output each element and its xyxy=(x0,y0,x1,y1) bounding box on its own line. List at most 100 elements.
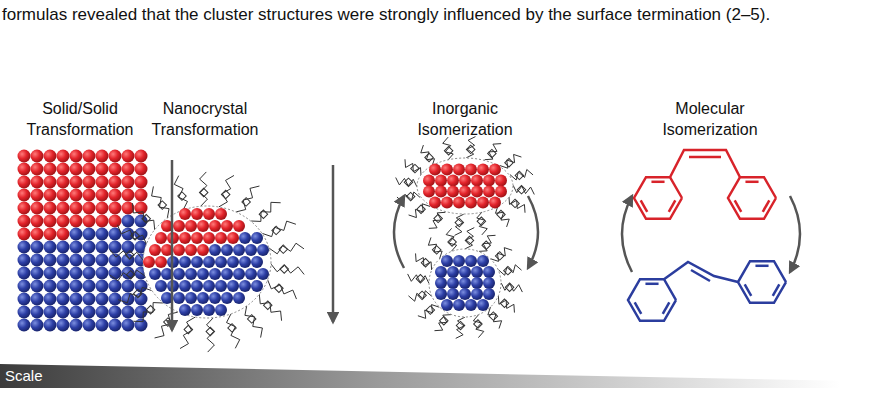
atom xyxy=(459,186,471,198)
atom xyxy=(122,150,135,163)
ligand-ring xyxy=(142,214,150,222)
atom xyxy=(57,254,70,267)
atom xyxy=(83,176,96,189)
atom xyxy=(459,277,471,289)
ligand-chain xyxy=(110,250,143,260)
ligand-chain xyxy=(495,205,509,226)
atom xyxy=(44,189,57,202)
atom xyxy=(179,304,191,316)
atom xyxy=(96,150,109,163)
atom xyxy=(70,293,83,306)
atom xyxy=(239,280,251,292)
atom xyxy=(57,176,70,189)
ligand-ring xyxy=(406,192,414,200)
ligand-chain xyxy=(271,264,304,274)
atom xyxy=(31,176,44,189)
atom xyxy=(477,299,489,311)
process-arrows xyxy=(172,160,800,330)
atom xyxy=(209,220,221,232)
atom xyxy=(465,255,477,267)
atom xyxy=(96,228,109,241)
atom xyxy=(203,232,215,244)
ligand-ring xyxy=(425,153,433,161)
ligand-ring xyxy=(264,301,272,309)
ligand-ring xyxy=(511,199,519,207)
stilbene-molecules xyxy=(628,150,786,321)
atom xyxy=(135,189,148,202)
wedge-fill xyxy=(0,364,840,388)
double-bond xyxy=(645,283,658,286)
atom xyxy=(18,241,31,254)
ligand-chain xyxy=(132,203,154,230)
ligand-ring xyxy=(411,164,419,172)
surface-shell xyxy=(143,206,271,318)
atom xyxy=(83,150,96,163)
atom xyxy=(57,202,70,215)
atom xyxy=(44,150,57,163)
atom xyxy=(483,277,495,289)
atom xyxy=(83,215,96,228)
atom xyxy=(483,175,495,187)
atom xyxy=(70,319,83,332)
ligand-ring xyxy=(444,147,452,155)
atom xyxy=(435,186,447,198)
ligand-ring xyxy=(206,327,214,335)
atom xyxy=(489,164,501,176)
atom xyxy=(155,232,167,244)
atom xyxy=(83,293,96,306)
atom xyxy=(31,280,44,293)
ligand-ring xyxy=(279,245,287,253)
atom xyxy=(57,228,70,241)
double-bond xyxy=(663,302,670,313)
atom xyxy=(18,267,31,280)
atom xyxy=(44,163,57,176)
atom xyxy=(122,280,135,293)
ligand-chain xyxy=(152,186,169,218)
atom xyxy=(109,241,122,254)
ligand-chain xyxy=(180,317,195,348)
ligand-ring xyxy=(465,236,473,244)
atom xyxy=(245,268,257,280)
atom xyxy=(191,232,203,244)
atom xyxy=(423,175,435,187)
atom xyxy=(44,202,57,215)
atom xyxy=(191,304,203,316)
ligand-ring xyxy=(228,324,236,332)
atom xyxy=(109,267,122,280)
ligand-chain xyxy=(251,202,281,221)
atom xyxy=(122,215,135,228)
atom xyxy=(471,277,483,289)
atom xyxy=(57,189,70,202)
atom xyxy=(453,299,465,311)
ligand-ring xyxy=(280,265,288,273)
atom xyxy=(429,164,441,176)
ligand-chain xyxy=(456,317,465,338)
ligand-chain xyxy=(429,212,446,228)
atom xyxy=(483,288,495,300)
atom xyxy=(18,176,31,189)
atom xyxy=(31,228,44,241)
atom xyxy=(44,176,57,189)
ligand-chain xyxy=(269,243,304,254)
ligand-chain xyxy=(509,196,525,213)
atom xyxy=(227,280,239,292)
nanocrystal xyxy=(110,172,304,352)
ligand-ring xyxy=(482,241,490,249)
atom xyxy=(221,268,233,280)
atom xyxy=(495,186,507,198)
ligand-ring xyxy=(456,321,464,329)
atom xyxy=(215,304,227,316)
ligand-ring xyxy=(131,232,139,240)
atom xyxy=(495,175,507,187)
atom xyxy=(122,163,135,176)
atom xyxy=(459,175,471,187)
atom xyxy=(96,280,109,293)
atom xyxy=(423,186,435,198)
double-bond xyxy=(735,200,742,211)
cycle-arrow xyxy=(622,196,632,272)
atom xyxy=(185,244,197,256)
ligand-chain xyxy=(473,315,484,338)
atom xyxy=(435,277,447,289)
panel-title: Solid/Solid Transformation xyxy=(10,98,150,140)
